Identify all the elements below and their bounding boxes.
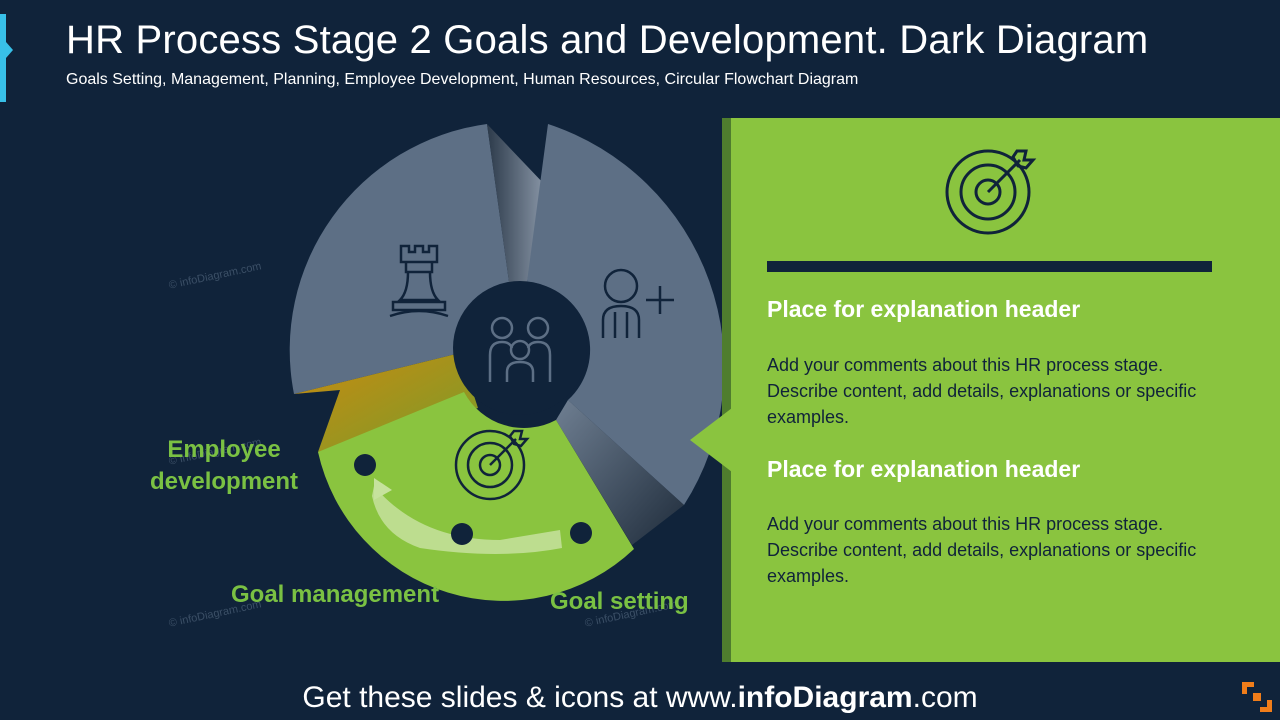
title-accent-bar bbox=[0, 14, 6, 102]
title-accent-arrow bbox=[6, 42, 13, 58]
footer-brand: infoDiagram bbox=[737, 681, 913, 714]
label-employee-development: Employee development bbox=[150, 434, 298, 498]
explanation-panel bbox=[731, 118, 1280, 662]
flow-dot bbox=[570, 522, 592, 544]
label-goal-setting: Goal setting bbox=[550, 588, 689, 615]
footer-suffix: .com bbox=[912, 681, 978, 714]
footer-link[interactable]: Get these slides & icons at www.infoDiag… bbox=[0, 681, 1280, 715]
flow-arrow bbox=[372, 486, 562, 554]
label-employee-development-text: Employee development bbox=[150, 436, 299, 495]
target-icon bbox=[945, 149, 1037, 235]
page-subtitle: Goals Setting, Management, Planning, Emp… bbox=[66, 71, 859, 88]
chess-rook-icon bbox=[389, 244, 449, 318]
target-icon bbox=[454, 429, 530, 501]
label-goal-management: Goal management bbox=[231, 581, 440, 608]
page-title: HR Process Stage 2 Goals and Development… bbox=[66, 18, 1149, 62]
explanation-header: Place for explanation header bbox=[767, 296, 1081, 322]
segment-right bbox=[527, 124, 725, 505]
segment-joint-top bbox=[487, 124, 546, 289]
segment-joint-left bbox=[294, 353, 478, 452]
explanation-header: Place for explanation header bbox=[767, 456, 1081, 482]
flow-dot bbox=[451, 523, 473, 545]
flow-dot bbox=[354, 454, 376, 476]
center-hub bbox=[453, 281, 587, 415]
add-user-icon bbox=[601, 268, 674, 338]
explanation-text: Add your comments about this HR process … bbox=[767, 355, 1197, 427]
team-icon bbox=[488, 316, 552, 382]
segment-joint-right bbox=[556, 400, 684, 545]
infodiagram-logo-icon bbox=[1242, 682, 1272, 712]
explanation-text: Add your comments about this HR process … bbox=[767, 514, 1197, 586]
panel-divider bbox=[767, 261, 1212, 272]
footer-prefix: Get these slides & icons at www. bbox=[302, 681, 738, 714]
panel-pointer bbox=[690, 408, 732, 472]
flow-arrow-head bbox=[374, 478, 392, 500]
